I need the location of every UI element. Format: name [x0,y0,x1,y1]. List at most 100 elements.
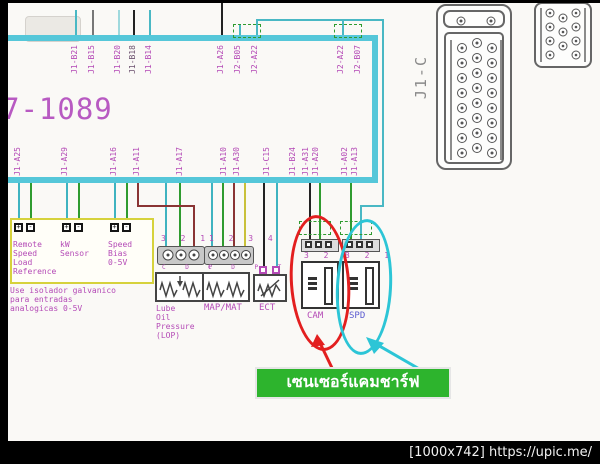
pin-label: J2-A22 [250,45,259,74]
cam-body-detail [308,287,317,290]
wire-segment [193,205,195,247]
wire-segment [137,183,139,205]
pin-label: J1-B20 [113,45,122,74]
spd-connector-pin [366,241,373,248]
j1c-connector-label: J1-C [412,55,430,100]
cam-body-detail [308,277,317,280]
cam-body-detail [308,282,317,285]
pin-label: J1-A02 [340,147,349,176]
pin-label: J1-A25 [13,147,22,176]
inline-connector-box [299,221,331,235]
map-connector-pins [208,250,251,260]
ect-terminal [272,266,280,274]
pin-label: J2-B05 [233,45,242,74]
pin-label: J1-A29 [60,147,69,176]
cam-body-detail [324,267,333,305]
wire-segment [276,183,278,266]
spd-connector-pin [356,241,363,248]
wire-segment [126,183,128,225]
left-border [0,0,8,442]
red-arrow [311,334,335,371]
pin-label: J1-A13 [350,147,359,176]
spd-label: SPD [349,311,366,321]
spd-connector-pin [346,241,353,248]
wire-segment [30,183,32,225]
resistor-symbol [159,276,201,299]
wire-segment [137,205,193,207]
isolator-note: Use isolador galvanico para entradas ana… [10,286,116,313]
wire-segment [78,183,80,225]
wire-segment [239,24,241,35]
spd-pin-numbers: 3 2 1 [345,251,395,260]
lop-pin-numbers: 3 2 1 [161,234,211,243]
top-bus-line [8,35,378,41]
map-connector [204,246,254,265]
wire-segment [149,10,151,35]
wire-segment [222,183,224,247]
j1c-cap-pins [456,16,496,26]
inline-connector-box [334,24,362,38]
lop-connector [157,246,205,265]
lop-contact-letters: C D P [162,264,221,271]
pin-label: J2-B07 [353,45,362,74]
terminal-label-remote-speed: Remote Speed Load Reference [13,240,57,276]
ect-terminal [259,266,267,274]
wire-segment [342,19,344,35]
pin-label: J1-B18 [128,45,137,74]
cam-label: CAM [307,311,324,321]
wire-segment [114,183,116,225]
lop-connector-pins [162,249,200,261]
pin-label: J1-A11 [132,147,141,176]
terminal-minus: - [122,223,131,232]
pin-label: J1-B14 [144,45,153,74]
ect-sensor-body [253,274,287,302]
terminal-minus: - [74,223,83,232]
cam-connector-pin [305,241,312,248]
wire-segment [133,10,135,35]
right-edge-connector [534,2,592,68]
terminal-label-speed-bias: Speed Bias 0-5V [108,240,133,267]
terminal-minus: - [26,223,35,232]
wire-segment [118,10,120,35]
inline-connector-box [340,221,372,235]
inline-connector-box [233,24,261,38]
pin-label: J1-B21 [70,45,79,74]
wire-segment [233,183,235,247]
wire-segment [256,19,384,21]
wire-segment [221,3,223,35]
cam-connector-pin [315,241,322,248]
pin-label: J2-A22 [336,45,345,74]
terminal-plus: + [14,223,23,232]
terminal-plus: + [62,223,71,232]
spd-body-detail [365,267,374,305]
cam-sensor-body [301,261,339,309]
watermark-bar: [1000x742] https://upic.me/ [0,441,600,464]
spd-sensor-body [342,261,380,309]
wire-segment [18,183,20,225]
pin-label: J1-A30 [232,147,241,176]
wire-segment [350,183,352,239]
pin-label: J1-B24 [288,147,297,176]
right-bus-line [372,35,378,183]
spd-body-detail [349,282,358,285]
pin-label: J1-B15 [87,45,96,74]
j1c-connector-socket [444,32,504,164]
cam-pin-numbers: 3 2 1 [304,251,354,260]
cam-connector-pin [325,241,332,248]
wire-segment [165,183,167,247]
j1c-connector-cap [443,10,505,28]
map-label: MAP/MAT [204,303,242,313]
map-contact-letters: C D P T [208,264,290,271]
wire-segment [92,10,94,35]
top-border [0,0,600,3]
wire-segment [360,205,384,207]
terminal-label-kw-sensor: kW Sensor [60,240,89,258]
pin-label: J1-C15 [262,147,271,176]
wire-segment [179,183,181,247]
middle-bus-line [8,177,378,183]
drawing-number: 7-1089 [2,92,113,126]
ect-label: ECT [259,303,276,313]
pin-label: J1-A26 [216,45,225,74]
map-sensor-body [202,272,250,302]
